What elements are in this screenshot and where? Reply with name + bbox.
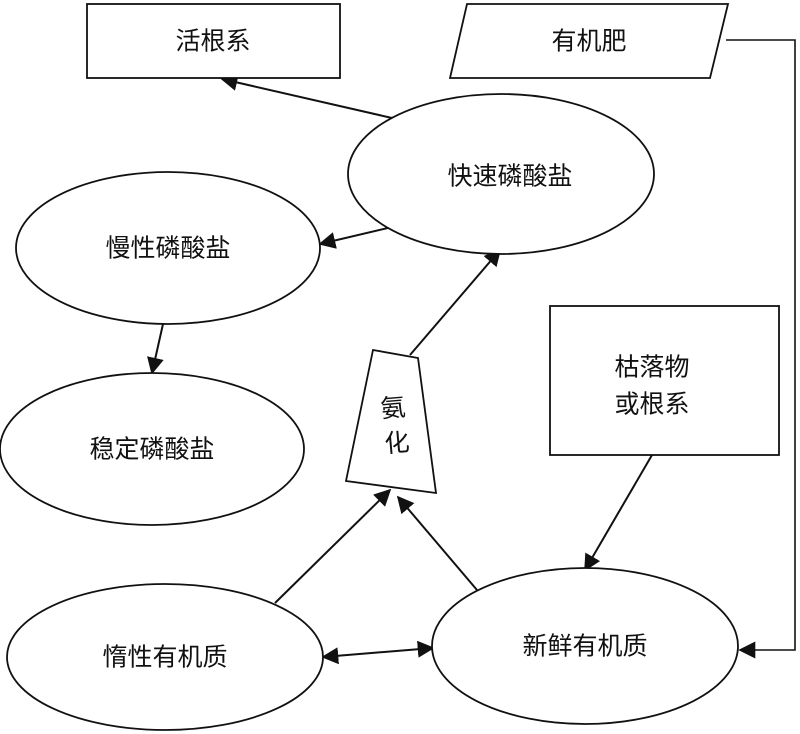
- node-fresh-organic: 新鲜有机质: [431, 567, 739, 725]
- fresh-organic-label: 新鲜有机质: [522, 632, 647, 661]
- active-root-label: 活根系: [175, 27, 250, 56]
- node-stable-phosphate: 稳定磷酸盐: [0, 372, 305, 526]
- node-inert-organic: 惰性有机质: [6, 583, 324, 731]
- node-organic-fertilizer: 有机肥: [448, 3, 730, 79]
- ammonification-label-line2: 化: [383, 427, 410, 458]
- ammonification-label-line1: 氨: [379, 392, 406, 423]
- inert-organic-label: 惰性有机质: [102, 643, 227, 672]
- edge-fertilizer-to-fresh: [726, 39, 796, 659]
- litter-or-roots-box: [549, 305, 780, 456]
- fresh-organic-ellipse: [431, 567, 739, 725]
- node-fast-phosphate: 快速磷酸盐: [347, 93, 655, 255]
- node-slow-phosphate: 慢性磷酸盐: [15, 171, 321, 325]
- stable-phosphate-label: 稳定磷酸盐: [89, 435, 214, 464]
- edge-fast-to-active-root: [220, 74, 393, 119]
- edge-litter-to-fresh: [584, 454, 653, 572]
- edge-inert-to-ammonification: [274, 488, 392, 604]
- inert-organic-ellipse: [6, 583, 324, 731]
- edges: [147, 39, 796, 665]
- litter-or-roots-label-line2: 或根系: [614, 390, 689, 419]
- slow-phosphate-label: 慢性磷酸盐: [105, 234, 230, 263]
- edge-inert-fresh-bidirectional: [321, 640, 435, 665]
- fast-phosphate-ellipse: [347, 93, 655, 255]
- organic-fertilizer-parallelogram: [448, 3, 730, 79]
- stable-phosphate-ellipse: [0, 372, 305, 526]
- node-ammonification: 氨 化: [344, 348, 438, 495]
- node-active-root: 活根系: [86, 3, 341, 79]
- fast-phosphate-label: 快速磷酸盐: [447, 162, 572, 191]
- ammonification-box: [344, 348, 438, 495]
- node-litter-or-roots: 枯落物 或根系: [549, 305, 780, 456]
- litter-or-roots-label-line1: 枯落物: [614, 353, 689, 382]
- edge-ammonification-to-fast: [409, 248, 502, 356]
- slow-phosphate-ellipse: [15, 171, 321, 325]
- organic-fertilizer-label: 有机肥: [551, 27, 626, 56]
- edge-slow-to-stable: [147, 323, 164, 375]
- edge-fresh-to-ammonification: [396, 495, 478, 591]
- active-root-box: [86, 3, 341, 79]
- edge-fast-to-slow: [318, 226, 393, 249]
